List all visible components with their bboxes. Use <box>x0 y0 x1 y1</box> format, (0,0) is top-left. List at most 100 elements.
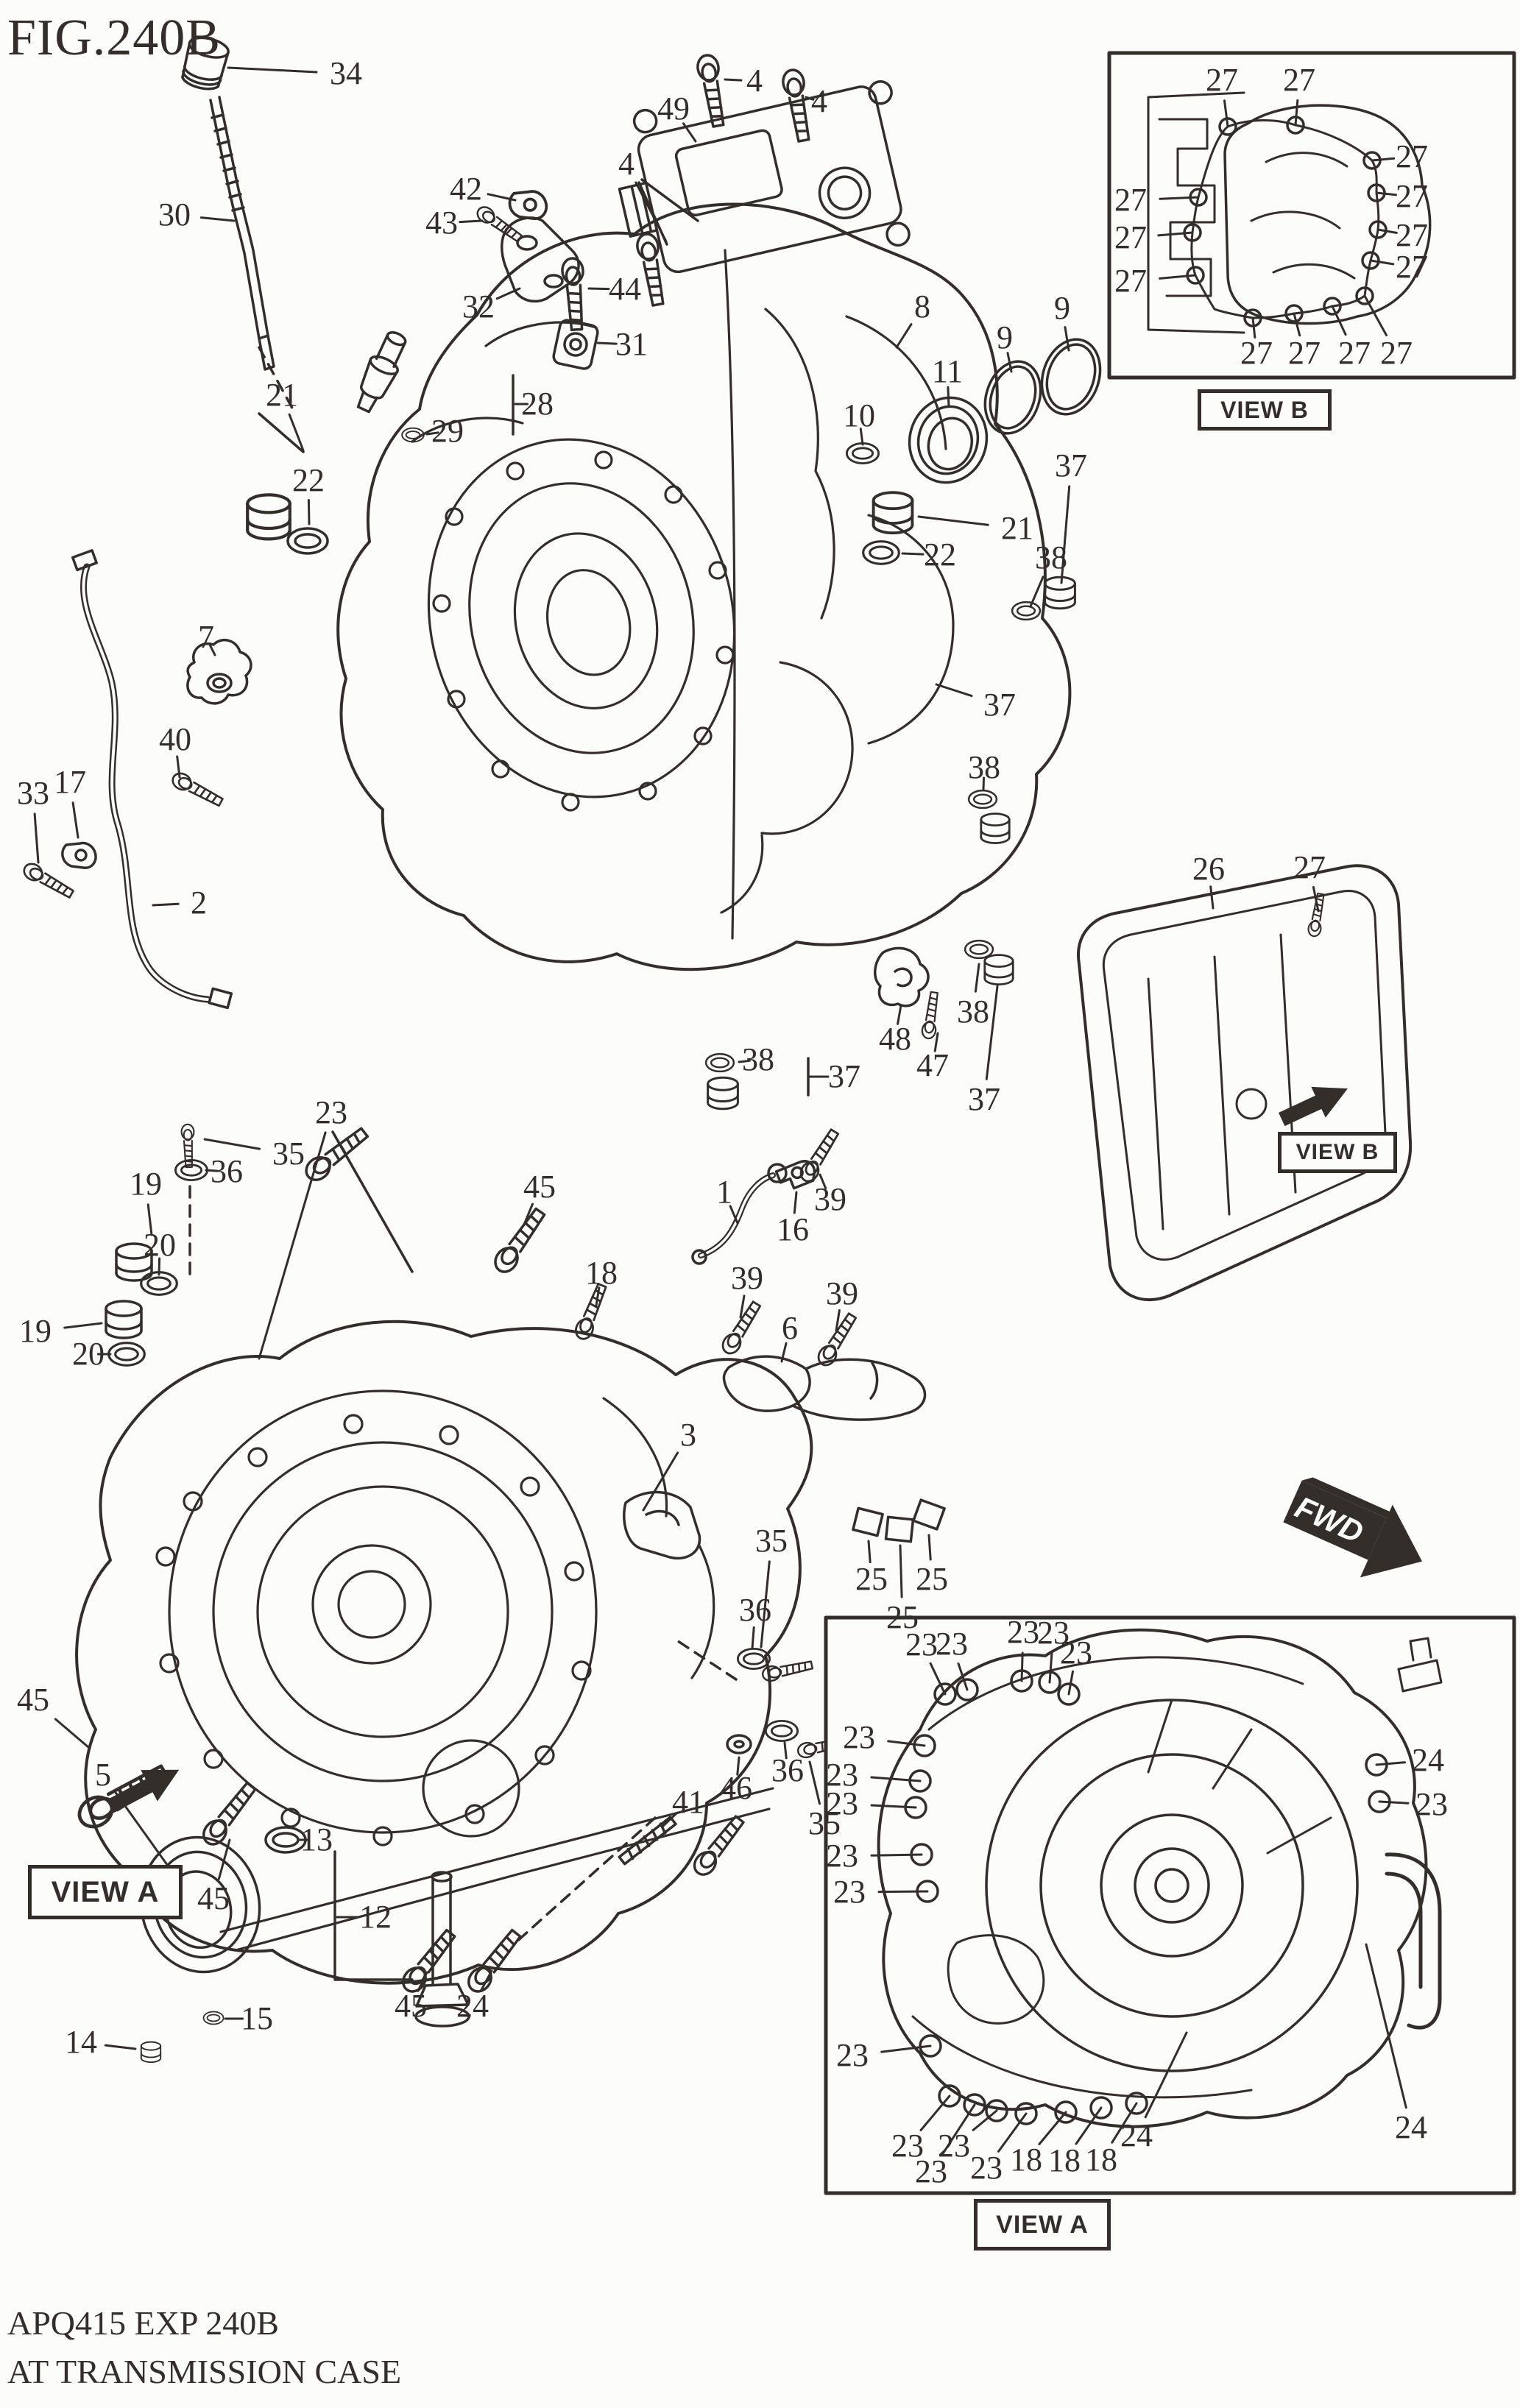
part-callout-39: 39 <box>814 1181 846 1217</box>
part-21-plug-icon <box>872 491 914 535</box>
part-callout-48: 48 <box>879 1021 911 1057</box>
part-callout-45: 45 <box>197 1880 230 1916</box>
part-callout-4: 4 <box>811 83 827 119</box>
part-callout-33: 33 <box>17 775 49 811</box>
part-callout-20: 20 <box>144 1227 176 1263</box>
part-callout-27: 27 <box>1396 249 1428 285</box>
part-callout-27: 27 <box>1114 182 1147 218</box>
part-38-ring-icon <box>1011 601 1042 621</box>
part-14-plug-icon <box>140 2041 162 2064</box>
part-callout-23: 23 <box>843 1719 875 1755</box>
part-38-ring-icon <box>704 1052 735 1073</box>
lower-transmission-case <box>75 1320 813 1985</box>
fwd-arrow: FWD <box>1283 1477 1422 1578</box>
part-callout-25: 25 <box>916 1561 948 1597</box>
part-callout-23: 23 <box>905 1626 938 1662</box>
part-callout-24: 24 <box>456 1988 489 2024</box>
part-callout-18: 18 <box>1085 2142 1117 2178</box>
part-callout-38: 38 <box>1035 539 1067 576</box>
part-callout-7: 7 <box>198 619 214 655</box>
part-callout-25: 25 <box>886 1599 919 1635</box>
part-callout-23: 23 <box>836 2037 869 2073</box>
part-callout-37: 37 <box>1055 447 1087 484</box>
part-15-ring-icon <box>202 2011 225 2025</box>
part-callout-27: 27 <box>1396 178 1428 214</box>
part-callout-35: 35 <box>755 1523 788 1559</box>
part-callout-36: 36 <box>739 1592 771 1628</box>
part-callout-14: 14 <box>65 2024 97 2060</box>
part-38-ring-icon <box>967 789 998 810</box>
part-callout-37: 37 <box>983 687 1016 723</box>
part-22-ring-icon <box>862 540 900 565</box>
part-callout-12: 12 <box>359 1899 392 1935</box>
bolt-hole-dots <box>904 116 1391 2125</box>
part-callout-23: 23 <box>970 2150 1003 2186</box>
view-b-inset <box>1107 51 1516 380</box>
part-4-bolt-icon <box>694 52 730 129</box>
part-callout-31: 31 <box>615 326 648 362</box>
part-36-ring-icon <box>765 1719 799 1743</box>
footer-title: AT TRANSMISSION CASE <box>7 2353 402 2390</box>
part-30-dipstick-icon <box>209 96 275 371</box>
part-10-ring-icon <box>846 442 880 464</box>
part-33-bolt-icon <box>20 860 77 902</box>
part-20-ring-icon <box>107 1342 146 1367</box>
part-callout-22: 22 <box>292 462 325 498</box>
part-callout-23: 23 <box>915 2153 947 2189</box>
part-callout-38: 38 <box>957 994 989 1030</box>
part-callout-10: 10 <box>843 397 875 433</box>
part-47-bolt-icon <box>920 991 942 1041</box>
part-12-tube-icon <box>414 1871 470 2028</box>
part-callout-35: 35 <box>272 1136 305 1172</box>
part-callout-27: 27 <box>1380 335 1413 371</box>
part-32-bracket-icon <box>501 216 580 303</box>
part-callout-26: 26 <box>1192 851 1225 887</box>
part-callout-17: 17 <box>54 764 86 800</box>
part-callout-45: 45 <box>17 1682 49 1718</box>
part-callout-27: 27 <box>1293 849 1326 885</box>
part-callout-23: 23 <box>936 1626 968 1662</box>
part-21-plug-icon <box>247 495 290 539</box>
part-callout-27: 27 <box>1114 219 1147 255</box>
part-callout-27: 27 <box>1240 335 1273 371</box>
part-callout-22: 22 <box>924 537 956 573</box>
part-4-bolt-icon <box>780 67 816 144</box>
part-callout-39: 39 <box>731 1260 763 1296</box>
part-callout-8: 8 <box>914 288 930 325</box>
part-callout-27: 27 <box>1338 335 1371 371</box>
part-48-sensor-icon <box>874 946 930 1008</box>
part-callout-38: 38 <box>968 749 1000 785</box>
part-callout-35: 35 <box>808 1805 841 1841</box>
part-callout-36: 36 <box>771 1752 804 1788</box>
lube-pipe-1 <box>691 1163 788 1265</box>
footer-code: APQ415 EXP 240B <box>7 2304 279 2342</box>
part-callout-4: 4 <box>618 146 634 182</box>
part-45-bolt-icon <box>489 1204 551 1278</box>
part-callout-39: 39 <box>826 1275 858 1311</box>
part-callout-27: 27 <box>1396 217 1428 253</box>
part-callout-13: 13 <box>300 1821 333 1858</box>
part-callout-5: 5 <box>95 1757 111 1793</box>
oil-pipe-2 <box>71 549 233 1010</box>
part-25-magnet-icon <box>852 1506 884 1537</box>
part-7-bracket-icon <box>186 638 252 705</box>
part-callout-40: 40 <box>159 721 191 757</box>
view-label-view-b: VIEW B <box>1198 389 1332 431</box>
part-callout-23: 23 <box>826 1838 858 1874</box>
part-callout-27: 27 <box>1283 62 1315 98</box>
part-callout-27: 27 <box>1114 263 1147 299</box>
part-callout-2: 2 <box>191 885 207 921</box>
part-callout-23: 23 <box>891 2128 924 2164</box>
part-callout-37: 37 <box>828 1058 860 1094</box>
oil-level-gauge-assembly <box>181 36 515 443</box>
part-34-cap-icon <box>181 36 230 91</box>
part-46-washer-icon <box>726 1734 752 1754</box>
part-callout-3: 3 <box>680 1417 696 1453</box>
part-callout-28: 28 <box>521 386 554 422</box>
part-callout-18: 18 <box>585 1255 618 1291</box>
part-25-magnet-icon <box>884 1515 915 1543</box>
part-callout-29: 29 <box>431 413 464 449</box>
part-callout-19: 19 <box>19 1313 52 1349</box>
part-callout-45: 45 <box>523 1169 556 1205</box>
view-label-view-b: VIEW B <box>1278 1132 1397 1173</box>
